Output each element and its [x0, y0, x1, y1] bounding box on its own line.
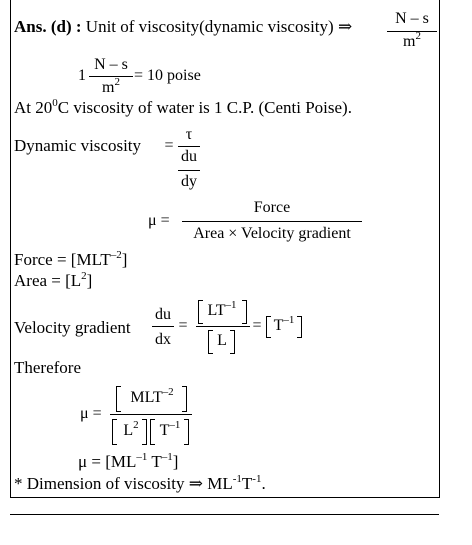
velocity-gradient-label: Velocity gradient	[14, 318, 131, 337]
therefore-text: Therefore	[14, 358, 82, 377]
mu-num-bracket-right	[182, 386, 187, 412]
dy-denominator: dy	[181, 173, 197, 190]
vg-dx: dx	[155, 331, 171, 348]
poise-rhs: = 10 poise	[134, 67, 201, 84]
vg-num-bracket-right	[242, 300, 247, 324]
mu-calc-numerator: MLT–2	[130, 386, 174, 406]
poise-fraction-bar	[89, 76, 133, 77]
vg-equals-1: =	[178, 317, 188, 334]
dynamic-viscosity-label: Dynamic viscosity	[14, 136, 142, 155]
answer-label: Ans. (d) :	[14, 17, 82, 36]
mu-den2-bracket-left	[150, 419, 155, 445]
mu-den2-bracket-right	[184, 419, 189, 445]
mu-definition-lhs: μ =	[148, 212, 170, 229]
bottom-divider	[10, 514, 439, 515]
mu-num-bracket-left	[116, 386, 121, 412]
vg-numerator: LT–1	[207, 299, 237, 319]
vg-ratio-bar	[196, 326, 250, 327]
vg-den-bracket-right	[230, 330, 235, 354]
vg-rhs-bracket-left	[266, 316, 271, 338]
vg-num-bracket-left	[198, 300, 203, 324]
du-dy-bar	[178, 170, 200, 171]
mu-calc-fraction-bar	[110, 414, 192, 415]
mu-calc-den1: L2	[123, 419, 139, 439]
dynamic-equals: =	[164, 137, 174, 154]
water-viscosity-line: At 200C viscosity of water is 1 C.P. (Ce…	[14, 97, 352, 117]
tau-symbol: τ	[185, 126, 193, 143]
poise-coefficient: 1	[78, 67, 86, 84]
answer-line: Ans. (d) : Unit of viscosity(dynamic vis…	[14, 17, 352, 37]
vg-denominator: L	[217, 332, 227, 349]
mu-calc-lhs: μ =	[80, 405, 102, 422]
vg-den-bracket-left	[208, 330, 213, 354]
unit-denominator: m2	[403, 30, 421, 50]
poise-denominator: m2	[102, 76, 120, 96]
area-dimension: Area = [L2]	[14, 270, 93, 290]
unit-fraction-bar	[387, 31, 437, 32]
mu-den1-bracket-right	[142, 419, 147, 445]
mu-calc-den2: T–1	[159, 419, 181, 439]
mu-den1-bracket-left	[112, 419, 117, 445]
tau-fraction-bar	[178, 146, 200, 147]
vg-rhs: T–1	[273, 314, 295, 334]
mu-def-fraction-bar	[182, 221, 362, 222]
mu-result: μ = [ML–1 T–1]	[78, 451, 179, 471]
du-numerator: du	[181, 148, 197, 165]
vg-du: du	[155, 306, 171, 323]
vg-rhs-bracket-right	[297, 316, 302, 338]
vg-fraction-bar	[152, 326, 174, 327]
vg-equals-2: =	[252, 317, 262, 334]
answer-box	[10, 0, 440, 498]
force-dimension: Force = [MLT–2]	[14, 249, 128, 269]
unit-numerator: N – s	[395, 10, 429, 27]
poise-numerator: N – s	[94, 56, 128, 73]
mu-def-denominator: Area × Velocity gradient	[193, 225, 351, 242]
answer-intro: Unit of viscosity(dynamic viscosity)	[85, 17, 334, 36]
implies-arrow: ⇒	[337, 17, 353, 36]
dimension-of-viscosity: * Dimension of viscosity ⇒ ML-1T-1.	[14, 473, 266, 493]
mu-def-numerator: Force	[253, 199, 291, 216]
